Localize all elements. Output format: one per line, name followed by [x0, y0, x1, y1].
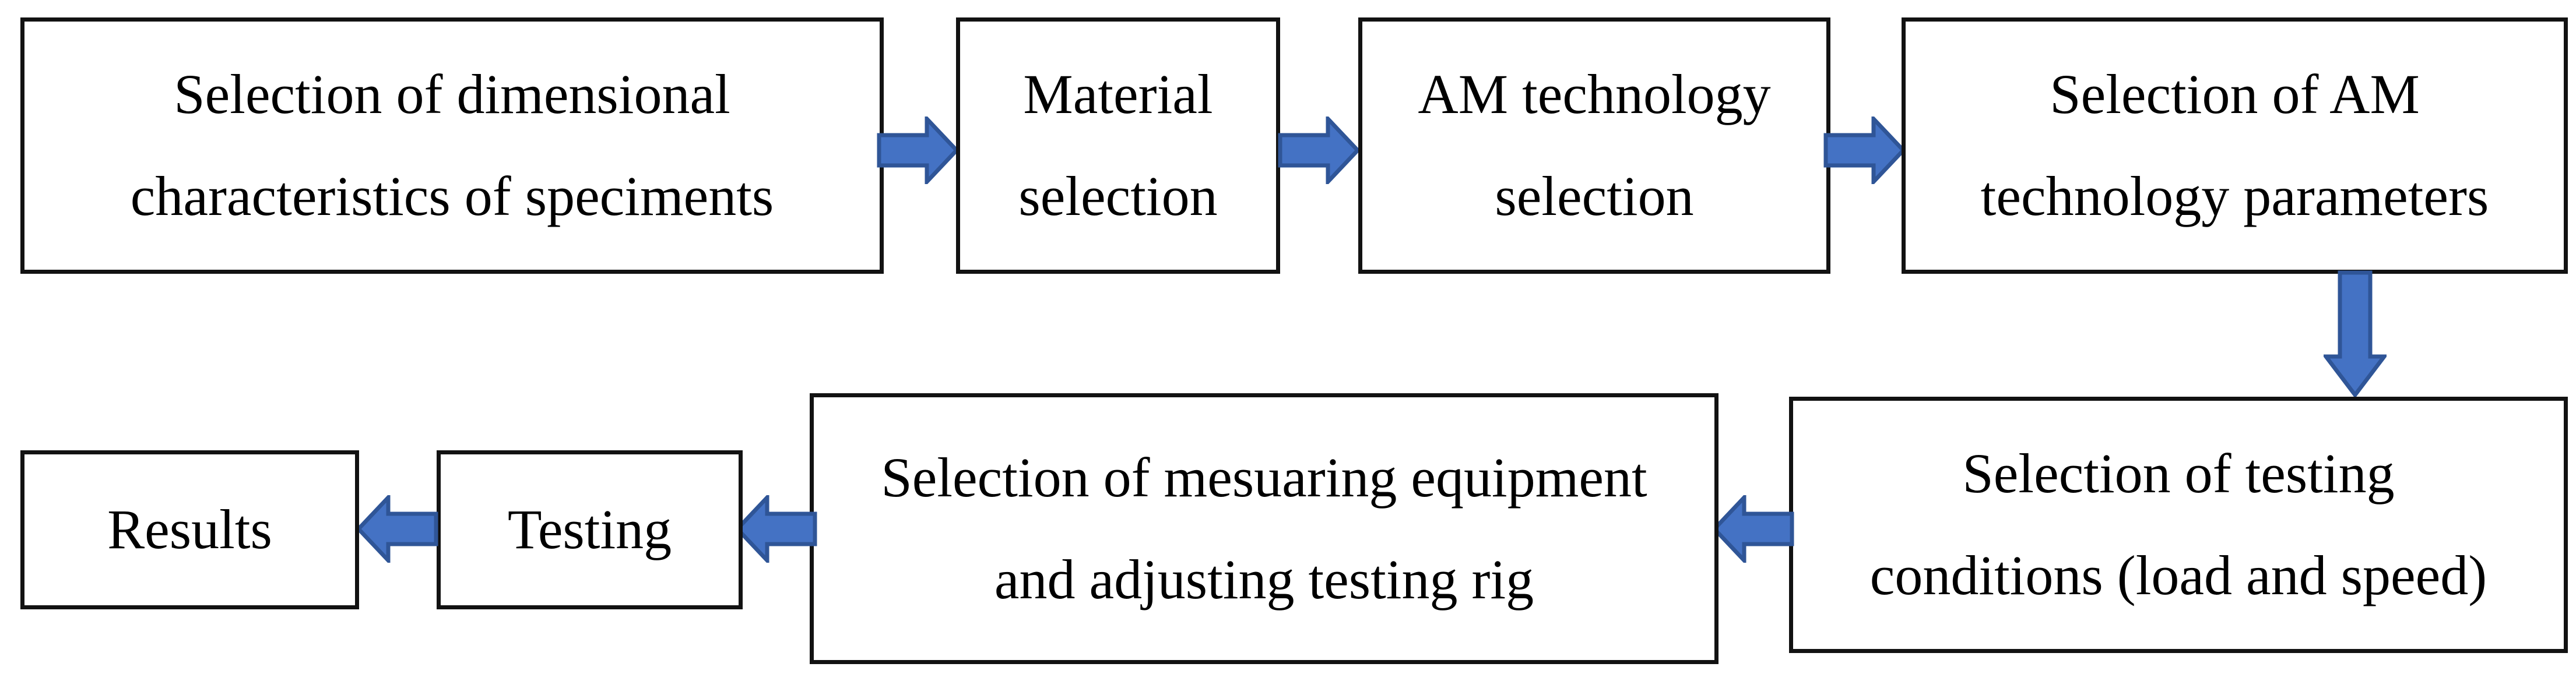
flow-box-testing: Testing	[437, 450, 743, 609]
box-line: and adjusting testing rig	[994, 548, 1534, 611]
box-line: technology parameters	[1980, 165, 2489, 227]
arrow-left-icon	[1712, 495, 1794, 563]
box-line: Testing	[507, 498, 672, 561]
box-line: Selection of dimensional	[174, 63, 730, 126]
box-line: Material	[1023, 63, 1213, 126]
box-line: selection	[1018, 165, 1218, 227]
box-line: AM technology	[1418, 63, 1771, 126]
box-line: Selection of mesuaring equipment	[881, 446, 1647, 509]
arrow-left-icon	[735, 495, 817, 563]
box-line: Selection of testing	[1962, 442, 2395, 505]
flow-box-material-selection: Material selection	[956, 17, 1280, 274]
flow-box-testing-conditions: Selection of testing conditions (load an…	[1789, 397, 2568, 653]
box-line: characteristics of speciments	[130, 165, 774, 227]
arrow-right-icon	[1823, 117, 1906, 184]
flow-box-am-technology-parameters: Selection of AM technology parameters	[1902, 17, 2568, 274]
box-line: conditions (load and speed)	[1869, 544, 2487, 606]
arrow-right-icon	[1278, 117, 1361, 184]
arrow-down-icon	[2324, 270, 2387, 398]
flow-box-measuring-equipment: Selection of mesuaring equipment and adj…	[810, 393, 1718, 664]
arrow-right-icon	[877, 117, 960, 184]
box-line: Selection of AM	[2050, 63, 2420, 126]
flow-box-results: Results	[20, 450, 359, 609]
box-line: Results	[107, 498, 272, 561]
flow-box-dimensional-characteristics: Selection of dimensional characteristics…	[20, 17, 884, 274]
box-line: selection	[1495, 165, 1694, 227]
arrow-left-icon	[356, 495, 438, 563]
flow-box-am-technology-selection: AM technology selection	[1358, 17, 1830, 274]
